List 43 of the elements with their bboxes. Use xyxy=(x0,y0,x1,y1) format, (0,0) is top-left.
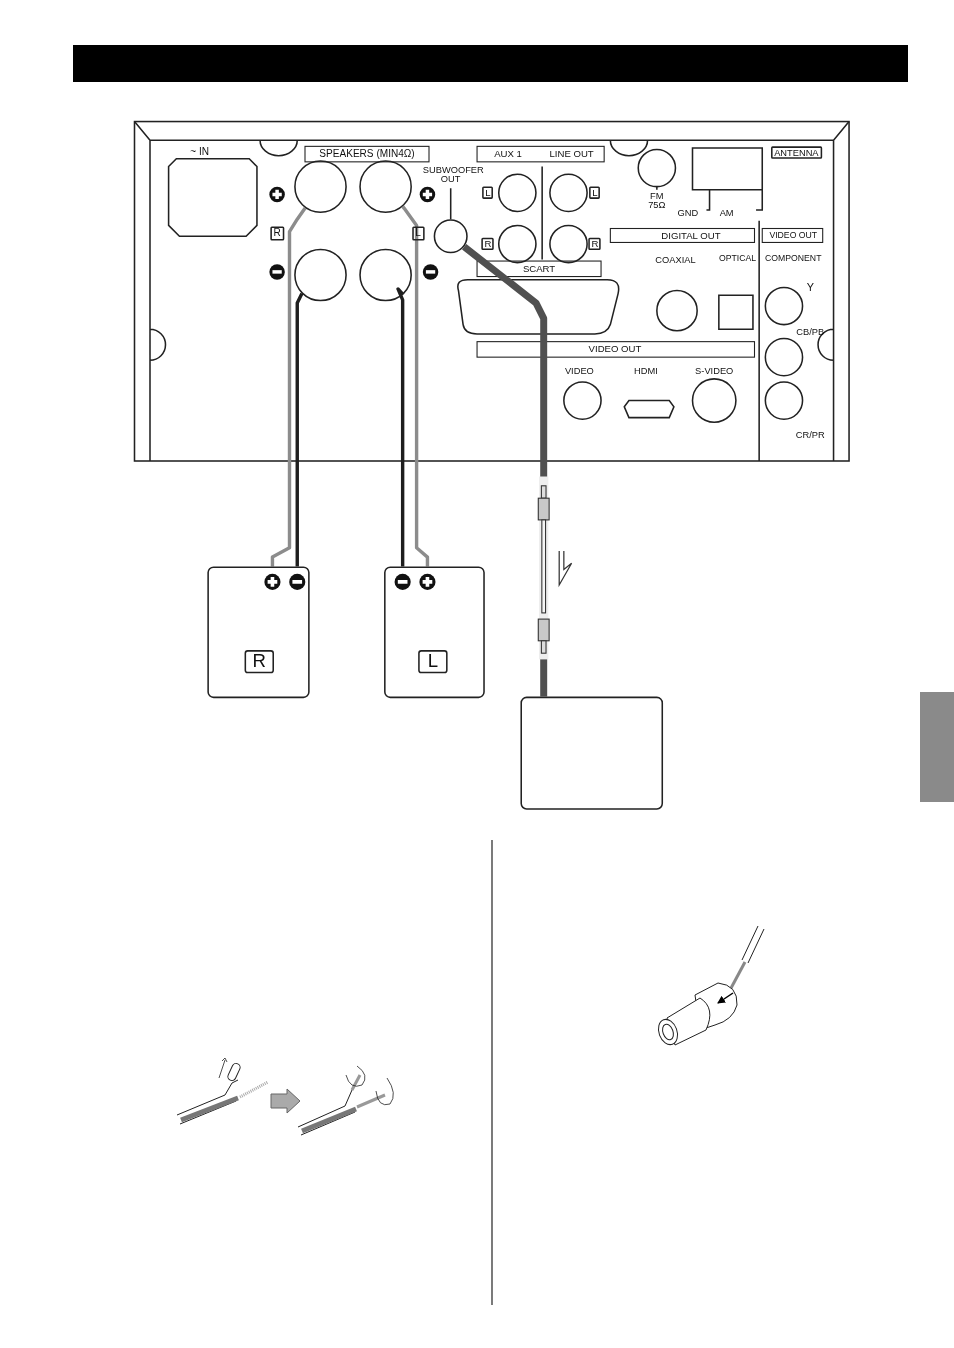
speaker-wire xyxy=(401,205,430,567)
speaker-wire xyxy=(270,207,307,567)
panel-label: R xyxy=(588,237,602,251)
panel-label: L xyxy=(589,186,601,200)
panel-label: COMPONENT xyxy=(765,255,822,264)
panel-label: AM xyxy=(719,208,734,218)
terminal-jack xyxy=(294,160,347,213)
panel-label: Y xyxy=(806,281,814,293)
header-bar xyxy=(73,45,908,82)
panel-label: OPTICAL xyxy=(718,255,756,264)
channel-label: R xyxy=(244,650,274,674)
panel-label: SCART xyxy=(522,264,556,274)
channel-label: L xyxy=(418,650,448,674)
panel-label: L xyxy=(482,186,494,200)
panel-label: VIDEO OUT xyxy=(588,344,642,355)
panel-label: S-VIDEO xyxy=(695,366,734,376)
terminal-jack xyxy=(294,248,347,302)
speaker-wire xyxy=(295,291,304,567)
panel-label: VIDEO xyxy=(564,366,594,376)
panel-label: COAXIAL xyxy=(655,254,696,265)
terminal-jack xyxy=(359,160,412,213)
panel-label: LINE OUT xyxy=(549,149,594,159)
panel-label: CR/PR xyxy=(795,430,825,440)
panel-label: SPEAKERS (MIN4Ω) xyxy=(319,149,415,160)
section-tab xyxy=(920,692,954,802)
panel-label: FM 75Ω xyxy=(647,191,667,210)
panel-label: HDMI xyxy=(634,366,658,376)
panel-label: ANTENNA xyxy=(771,146,822,159)
panel-label: GND xyxy=(677,208,699,218)
speaker-box xyxy=(207,566,310,699)
panel-label: DIGITAL OUT xyxy=(661,230,721,241)
panel-label: CB/PB xyxy=(796,327,825,337)
panel-label: AUX 1 xyxy=(494,149,522,159)
terminal-jack xyxy=(359,248,412,302)
panel-label: R xyxy=(270,226,284,240)
panel-label: L xyxy=(412,226,425,240)
panel-label: ~ IN xyxy=(190,147,209,158)
device-box xyxy=(520,696,664,810)
speaker-box xyxy=(384,566,485,699)
speaker-wire xyxy=(396,287,405,567)
terminal-jack xyxy=(433,219,468,254)
panel-label: VIDEO OUT xyxy=(769,231,818,240)
panel-label: R xyxy=(481,237,495,251)
